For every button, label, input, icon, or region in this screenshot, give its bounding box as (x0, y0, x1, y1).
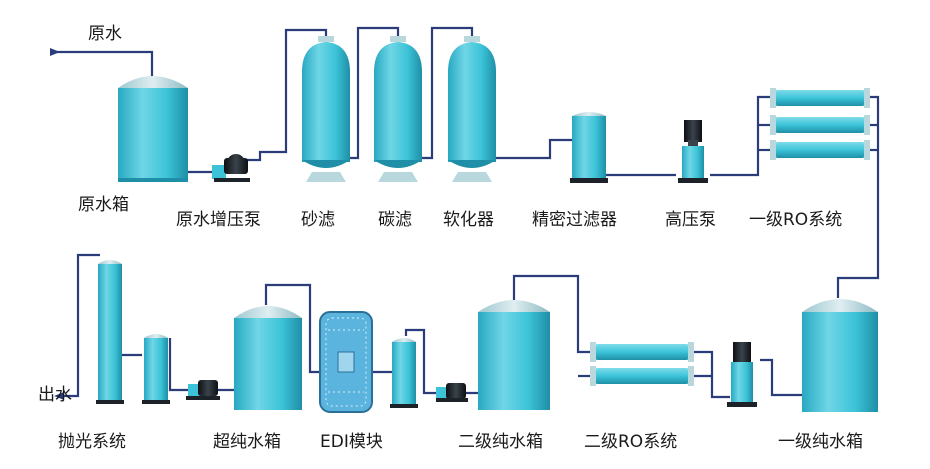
outlet-arrow-icon (54, 392, 64, 400)
label-ultrapure-tank: 超纯水箱 (213, 432, 281, 452)
carbon-filter (374, 36, 422, 182)
precision-filter (570, 112, 608, 183)
label-outlet: 出水 (38, 385, 72, 405)
edi-feed-pump-icon (436, 383, 468, 402)
label-polishing: 抛光系统 (58, 432, 126, 452)
label-carbon-filter: 碳滤 (378, 210, 412, 230)
arrows (50, 48, 64, 400)
booster-pump-icon (212, 154, 250, 182)
label-booster-pump: 原水增压泵 (176, 210, 261, 230)
ro2-membranes (590, 342, 694, 386)
label-tank1: 一级纯水箱 (778, 432, 863, 452)
label-precision-filter: 精密过滤器 (532, 210, 617, 230)
label-edi: EDI模块 (320, 432, 383, 452)
ro1-membranes (770, 88, 870, 160)
label-ro2: 二级RO系统 (584, 432, 678, 452)
label-tank2: 二级纯水箱 (458, 432, 543, 452)
label-raw-water-tank: 原水箱 (78, 195, 129, 215)
polishing-column (96, 260, 124, 404)
label-sand-filter: 砂滤 (301, 210, 335, 230)
edi-module (319, 311, 373, 413)
sand-filter (302, 36, 350, 182)
ultrapure-water-tank (234, 306, 302, 410)
edi-side-column (390, 338, 418, 408)
polishing-pump-icon (186, 380, 220, 400)
high-pressure-pump-icon (678, 120, 708, 183)
raw-water-tank (118, 76, 188, 182)
polishing-side-column (142, 334, 170, 404)
primary-pure-water-tank (802, 299, 878, 412)
secondary-pure-water-tank (478, 300, 550, 410)
pipes (52, 26, 880, 399)
inlet-arrow-icon (50, 48, 60, 56)
label-high-pressure-pump: 高压泵 (665, 210, 716, 230)
softener (448, 36, 496, 182)
label-raw-water: 原水 (88, 24, 122, 44)
secondary-pump-icon (727, 342, 757, 407)
label-softener: 软化器 (443, 210, 494, 230)
label-ro1: 一级RO系统 (749, 210, 843, 230)
